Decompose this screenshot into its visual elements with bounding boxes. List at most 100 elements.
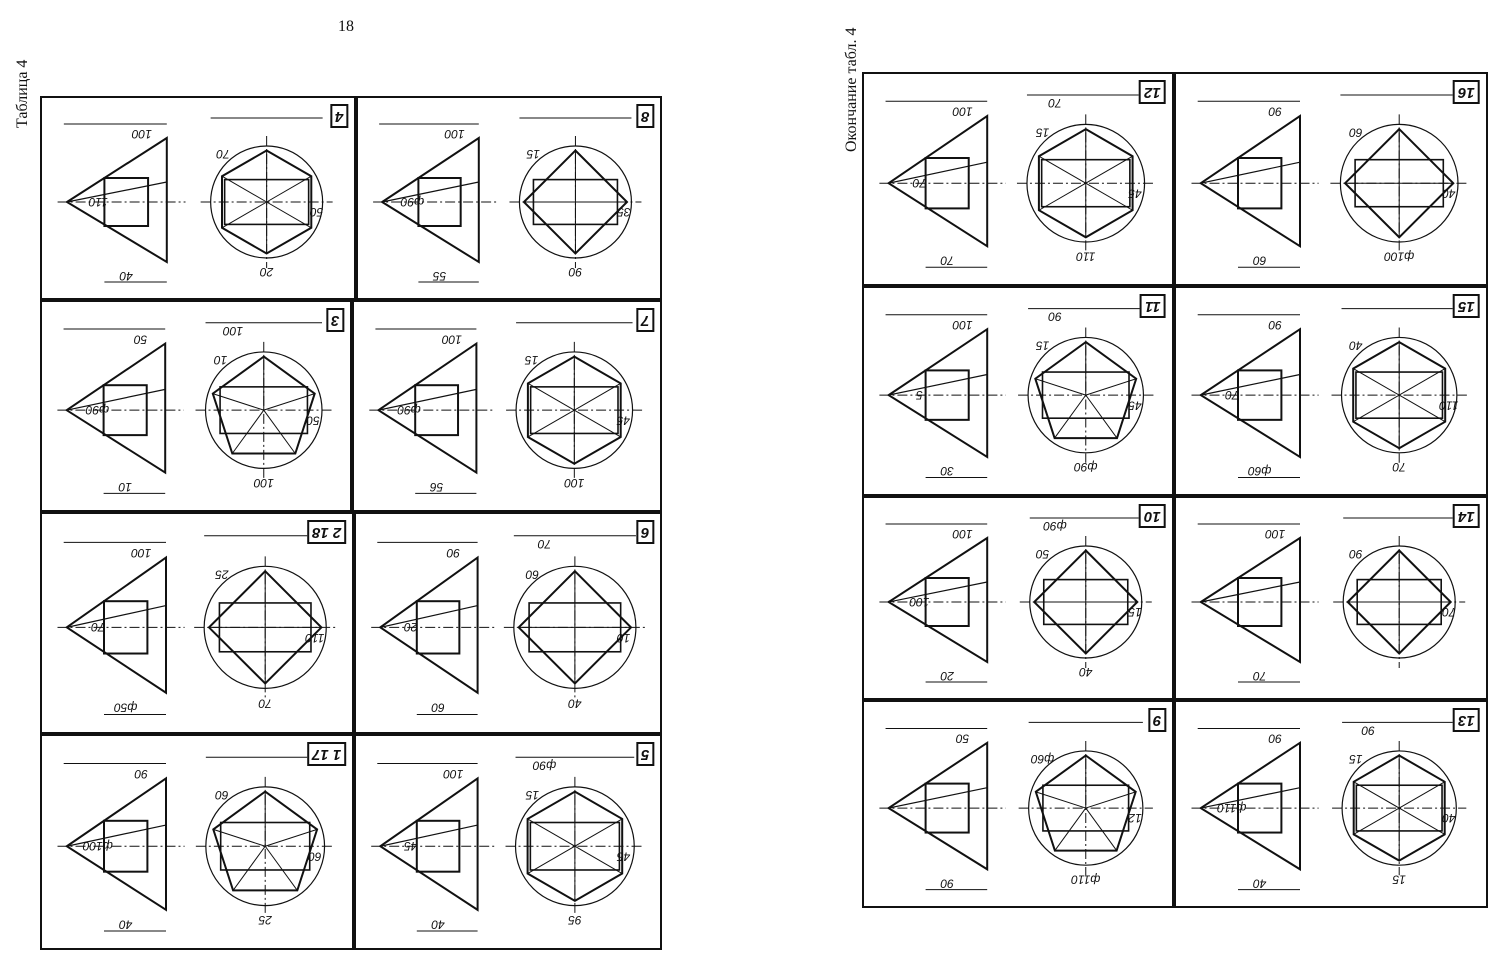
base-circle xyxy=(210,145,324,259)
edge-line xyxy=(232,845,266,891)
edge-line xyxy=(574,409,621,438)
dimension-label: 20 xyxy=(404,620,419,634)
sketch-lines xyxy=(57,535,337,716)
dimension-label: 60 xyxy=(525,568,539,582)
edge-line xyxy=(213,828,266,847)
dimension-label: 110 xyxy=(305,631,324,645)
variant-number-badge: 3 xyxy=(325,308,344,332)
dimension-label: 12 xyxy=(1128,811,1142,825)
dimension-label: 90 xyxy=(1268,318,1282,332)
sketch-lines xyxy=(1191,517,1466,683)
dimension-label: 15 xyxy=(525,353,539,367)
dimension-label: 70 xyxy=(538,537,552,551)
dimension-label: 100 xyxy=(564,476,584,490)
section-line xyxy=(378,388,477,411)
edge-line xyxy=(1035,378,1086,396)
dimension-label: 70 xyxy=(1442,605,1456,619)
dimension-label: 100 xyxy=(444,127,464,141)
dimension-label: 50 xyxy=(306,413,320,427)
sketch-lines xyxy=(1191,721,1467,891)
cone-outline xyxy=(1198,536,1301,664)
dimension-label: 110 xyxy=(1076,250,1095,264)
dimension-label: 100 xyxy=(952,105,972,119)
variant-number-badge: 7 xyxy=(635,308,654,332)
section-line xyxy=(380,604,478,628)
sketch-lines xyxy=(879,94,1155,268)
cone-outline xyxy=(886,327,989,459)
dimension-label: 40 xyxy=(1079,665,1093,679)
dimension-label: 15 xyxy=(526,147,540,161)
dimension-label: 45 xyxy=(404,839,418,853)
page-number: 18 xyxy=(338,18,354,35)
dimension-label: 70 xyxy=(258,696,272,710)
edge-line xyxy=(574,845,623,874)
dimension-label: 90 xyxy=(940,877,954,891)
dimension-label: ф100 xyxy=(82,839,112,853)
edge-line xyxy=(221,175,267,203)
edge-line xyxy=(1085,182,1133,211)
edge-line xyxy=(527,818,576,847)
section-line xyxy=(66,181,167,203)
edge-line xyxy=(1038,155,1087,184)
dimension-label: ф90 xyxy=(1074,460,1098,474)
section-line xyxy=(380,824,478,847)
dimension-label: 70 xyxy=(216,147,230,161)
edge-line xyxy=(1398,807,1445,835)
dimension-label: 50 xyxy=(1036,547,1050,561)
dimension-label: 70 xyxy=(940,254,954,268)
edge-line xyxy=(1054,807,1087,851)
dimension-label: 45 xyxy=(1128,398,1142,412)
dimension-label: 50 xyxy=(310,205,324,219)
cone-outline xyxy=(886,536,989,664)
prism-top-view xyxy=(223,178,310,226)
variant-number-badge: 16 xyxy=(1453,80,1480,104)
table-caption-right: Окончание табл. 4 xyxy=(843,27,860,152)
edge-line xyxy=(527,409,575,438)
dimension-label: ф60 xyxy=(1031,752,1055,766)
dimension-label: 20 xyxy=(260,265,275,279)
prism-top-view xyxy=(529,821,621,871)
dimension-label: 110 xyxy=(88,195,107,209)
dimension-label: 100 xyxy=(442,332,462,346)
edge-line xyxy=(1353,807,1400,835)
dimension-label: 90 xyxy=(1268,105,1282,119)
edge-line xyxy=(1398,368,1446,396)
base-polygon xyxy=(526,790,624,903)
edge-line xyxy=(212,393,264,411)
base-circle xyxy=(513,565,637,690)
dimension-label: 50 xyxy=(134,332,148,346)
dimension-label: 60 xyxy=(431,701,445,715)
base-circle xyxy=(1342,545,1456,659)
dimension-label: ф60 xyxy=(1248,464,1272,478)
dimension-label: 95 xyxy=(568,913,582,927)
base-circle xyxy=(518,145,633,259)
prism-top-view xyxy=(219,821,311,871)
edge-line xyxy=(1054,394,1087,439)
base-circle xyxy=(515,351,634,470)
sketch-lines xyxy=(57,322,332,494)
prism-top-view xyxy=(218,602,312,653)
cone-outline xyxy=(380,136,480,264)
base-polygon xyxy=(1343,127,1455,239)
edge-line xyxy=(1398,781,1445,809)
variant-number-badge: 15 xyxy=(1453,294,1480,318)
variant-number-badge: 12 xyxy=(1139,80,1166,104)
prism-outline xyxy=(1237,369,1283,421)
dimension-label: 15 xyxy=(1392,872,1406,886)
prism-outline xyxy=(1237,577,1283,627)
edge-line xyxy=(1352,368,1400,396)
sketch-lines xyxy=(57,756,335,932)
dimension-label: ф110 xyxy=(1217,801,1246,815)
dimension-label: 90 xyxy=(1361,724,1375,738)
sketch-lines xyxy=(371,756,645,932)
base-circle xyxy=(1028,750,1144,866)
